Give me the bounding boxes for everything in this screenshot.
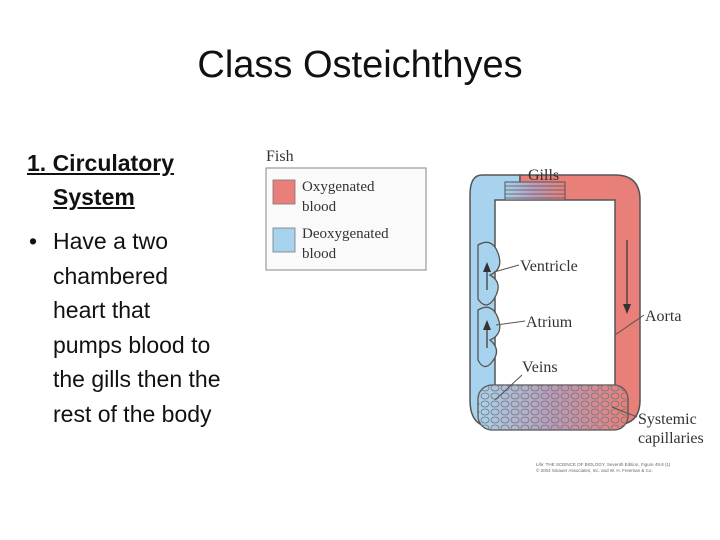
aorta-leader	[614, 314, 645, 336]
capillary-network	[478, 385, 628, 430]
bullet-line: rest of the body	[53, 400, 212, 427]
heading-line-1: 1. Circulatory	[27, 150, 174, 176]
gills-label: Gills	[528, 167, 559, 184]
legend-title: Fish	[266, 148, 294, 165]
bullet-line: heart that	[53, 297, 151, 323]
systemic-label-line1: Systemic	[638, 411, 697, 428]
bullet-point: • Have a two chambered heart that pumps …	[27, 224, 267, 431]
legend-deoxygenated-line1: Deoxygenated	[302, 226, 389, 242]
legend-oxygenated-line2: blood	[302, 199, 337, 215]
atrium-chamber	[477, 306, 501, 368]
gills-structure	[504, 181, 566, 201]
aorta-label: Aorta	[645, 308, 681, 325]
legend-oxygenated-line1: Oxygenated	[302, 179, 375, 195]
veins-label: Veins	[522, 359, 558, 376]
bullet-line: chambered	[53, 262, 169, 289]
oxygenated-swatch	[272, 179, 296, 205]
slide-title: Class Osteichthyes	[197, 44, 523, 86]
bullet-marker: •	[29, 228, 38, 254]
deoxygenated-swatch	[272, 227, 296, 253]
bullet-line: pumps blood to	[53, 331, 211, 358]
systemic-label-line2: capillaries	[638, 430, 704, 447]
section-heading: 1. Circulatory System	[27, 146, 257, 214]
figure-credit-line2: © 2004 Sinauer Associates, Inc. and W. H…	[536, 467, 653, 473]
bullet-line: Have a two	[53, 228, 169, 254]
systemic-leader	[611, 406, 638, 418]
figure-credit-line1: Life: THE SCIENCE OF BIOLOGY, Seventh Ed…	[536, 462, 671, 467]
aorta-arrow	[623, 304, 631, 314]
atrium-leader	[495, 320, 526, 326]
atrium-label: Atrium	[526, 314, 573, 331]
atrium-arrow	[483, 320, 491, 330]
ventricle-leader	[493, 264, 520, 273]
veins-leader	[494, 374, 523, 401]
ventricle-arrow	[483, 262, 491, 272]
legend-deoxygenated-line2: blood	[302, 246, 337, 262]
ventricle-chamber	[477, 241, 501, 306]
heading-line-2: System	[53, 184, 135, 210]
bullet-line: the gills then the	[53, 366, 221, 392]
ventricle-label: Ventricle	[520, 258, 578, 275]
